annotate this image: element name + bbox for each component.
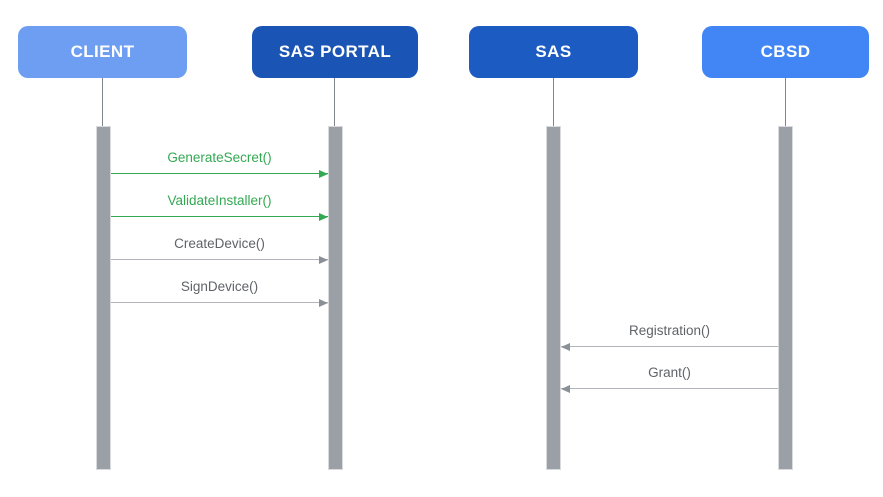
arrowhead-left-icon [561, 385, 570, 393]
message-arrow-line [111, 302, 328, 303]
actor-label-sas: SAS [535, 42, 572, 61]
lifeline-sas-portal [334, 78, 335, 126]
message-label: GenerateSecret() [167, 150, 272, 165]
message-grant: Grant() [561, 362, 778, 393]
actor-box-sas: SAS [469, 26, 638, 78]
message-sign-device: SignDevice() [111, 276, 328, 307]
message-label: SignDevice() [180, 279, 259, 294]
message-create-device: CreateDevice() [111, 233, 328, 264]
message-label: CreateDevice() [174, 236, 265, 251]
message-arrow-line [111, 216, 328, 217]
lifeline-client [102, 78, 103, 126]
message-arrow-line [111, 259, 328, 260]
arrowhead-right-icon [319, 256, 328, 264]
actor-label-cbsd: CBSD [760, 42, 811, 61]
message-label: Registration() [628, 323, 711, 338]
arrowhead-right-icon [319, 170, 328, 178]
arrowhead-right-icon [319, 299, 328, 307]
message-arrow-line [561, 346, 778, 347]
message-registration: Registration() [561, 320, 778, 351]
message-label: Grant() [648, 365, 691, 380]
activation-bar-client [96, 126, 111, 470]
message-validate-installer: ValidateInstaller() [111, 190, 328, 221]
lifeline-cbsd [785, 78, 786, 126]
message-arrow-line [111, 173, 328, 174]
actor-box-cbsd: CBSD [702, 26, 869, 78]
message-label: ValidateInstaller() [167, 193, 272, 208]
arrowhead-right-icon [319, 213, 328, 221]
activation-bar-sas [546, 126, 561, 470]
actor-label-sas-portal: SAS PORTAL [278, 42, 392, 61]
actor-box-sas-portal: SAS PORTAL [252, 26, 418, 78]
activation-bar-sas-portal [328, 126, 343, 470]
message-arrow-line [561, 388, 778, 389]
actor-box-client: CLIENT [18, 26, 187, 78]
activation-bar-cbsd [778, 126, 793, 470]
arrowhead-left-icon [561, 343, 570, 351]
lifeline-sas [553, 78, 554, 126]
actor-label-client: CLIENT [70, 42, 135, 61]
message-generate-secret: GenerateSecret() [111, 147, 328, 178]
